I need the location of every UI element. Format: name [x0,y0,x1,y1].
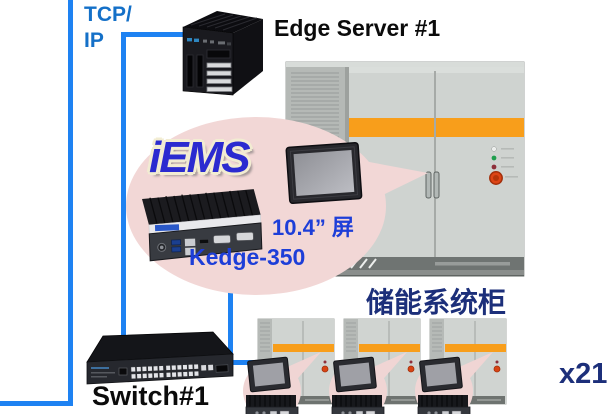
mini-cabinet-stripe [445,344,506,352]
emergency-stop-button [489,171,518,185]
cabinet-count-label: x21 [559,358,607,390]
protocol-label: TCP/ IP [84,2,132,54]
mini-monitor-image [247,356,291,393]
mini-gateway-image [245,395,299,414]
server-ports [187,38,231,46]
mini-monitor-image [419,356,463,393]
edge-server-image [182,11,263,96]
switch-port-array [130,363,229,380]
device-label-sticker [154,224,180,232]
backbone-line-vertical [68,0,73,406]
server-link-line-horizontal [121,32,183,37]
cabinet-indicator-lights [491,146,514,170]
server-pci-slots [206,62,233,92]
kedge-front-ports [157,231,254,256]
mini-hmi-bubble [243,352,321,414]
kedge-350-image [142,189,263,262]
cabinet-orange-stripe [349,118,524,137]
kedge-model-label: Kedge-350 [189,244,306,270]
mini-hmi-bubble [329,352,407,414]
cabinet-door-handles [425,171,440,199]
heatsink-fins [149,190,254,224]
monitor-screen [293,150,355,196]
switch-cabinet-line-horizontal [212,360,264,365]
protocol-label-line2: IP [84,29,104,52]
iems-logo: iEMS [149,133,251,182]
panel-monitor-image [285,142,363,204]
sfp-port [215,364,229,373]
backbone-line-bottom-bend [0,401,72,406]
gateway-link-line-vertical [228,290,233,365]
mini-cabinet-stripe [273,344,334,352]
mini-gateway-image [417,395,471,414]
mini-hmi-bubble [415,352,493,414]
network-switch-image [86,331,234,385]
mini-gateway-image [331,395,385,414]
protocol-label-line1: TCP/ [84,3,132,26]
edge-server-label: Edge Server #1 [274,15,441,41]
server-switch-line-vertical [121,32,126,338]
storage-cabinet-title: 储能系统柜 [366,287,507,318]
switch-label: Switch#1 [92,381,210,411]
screen-size-label: 10.4” 屏 [272,215,354,240]
mini-monitor-image [333,356,377,393]
mini-cabinet-stripe [359,344,420,352]
